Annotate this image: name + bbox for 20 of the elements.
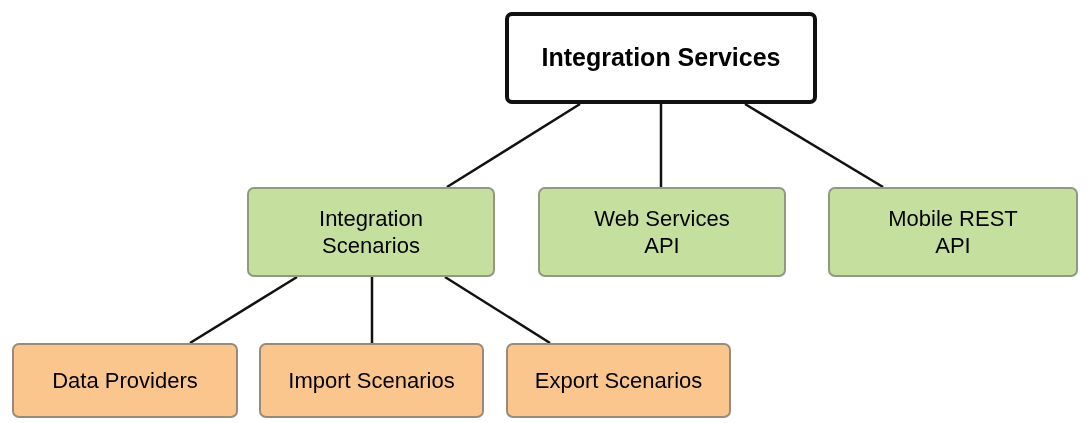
box-label: Web Services API [593,204,731,260]
connector-line [370,277,374,343]
box-label: Import Scenarios [288,366,455,395]
connector-line [444,275,551,345]
category-box [538,187,786,277]
category-box [828,187,1078,277]
item-box [259,343,484,418]
category-box [247,187,495,277]
box-label: Data Providers [52,366,198,395]
box-label: Export Scenarios [534,366,703,395]
item-box [506,343,731,418]
box-label: Mobile REST API [887,204,1019,260]
connector-line [189,275,298,345]
connector-line [446,102,581,189]
box-label: Integration Scenarios [318,204,424,260]
box-label: Integration Services [541,42,781,74]
connector-line [659,104,663,187]
connector-line [744,102,884,189]
root-box [505,12,817,104]
item-box [12,343,238,418]
